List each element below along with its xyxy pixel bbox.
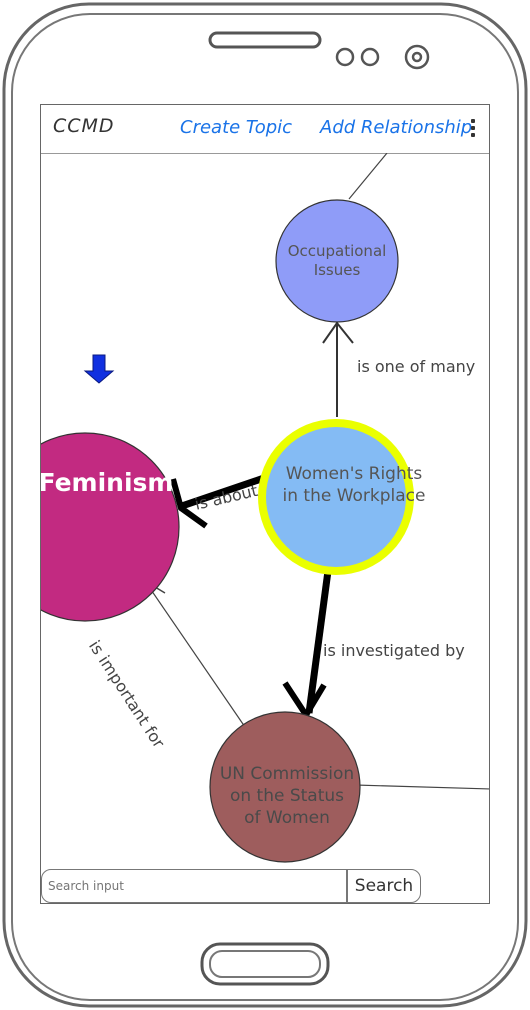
create-topic-button[interactable]: Create Topic (180, 117, 293, 138)
edge-occupational-offscreen (348, 153, 388, 200)
sensor-icon (335, 47, 355, 67)
node-womens-rights[interactable] (266, 427, 406, 567)
search-input[interactable] (41, 869, 347, 903)
concept-graph[interactable]: Occupational Issues Women's Rights in th… (40, 153, 489, 869)
arrowhead-icon (322, 321, 354, 344)
speaker-grille (208, 31, 322, 49)
search-bar: Search (41, 869, 489, 903)
node-occupational-issues[interactable] (275, 199, 399, 323)
edge-un-offscreen (354, 784, 489, 790)
search-button[interactable]: Search (347, 869, 421, 903)
edge-is-important-for (144, 580, 246, 728)
edge-is-investigated-by (305, 570, 332, 714)
node-label-occupational: Occupational Issues (287, 241, 387, 280)
node-label-feminism: Feminism (40, 467, 174, 497)
node-label-womens-rights: Women's Rights in the Workplace (282, 463, 426, 506)
app-header: CCMD Create Topic Add Relationship (41, 105, 489, 154)
overflow-menu-icon[interactable] (469, 119, 477, 141)
add-relationship-button[interactable]: Add Relationship (320, 117, 473, 138)
arrowhead-icon (170, 478, 208, 529)
app-screen: CCMD Create Topic Add Relationship (40, 104, 490, 904)
app-title: CCMD (53, 115, 115, 137)
edge-label-is-investigated-by: is investigated by (323, 641, 465, 660)
arrowhead-icon (282, 681, 327, 721)
edge-is-about (177, 473, 269, 511)
node-label-un-commission: UN Commission on the Status of Women (219, 763, 355, 829)
focus-arrow-icon (83, 354, 115, 384)
node-un-commission[interactable] (209, 711, 361, 863)
sensor-icon (360, 47, 380, 67)
node-feminism[interactable] (41, 432, 180, 622)
edge-label-is-one-of-many: is one of many (357, 357, 476, 376)
